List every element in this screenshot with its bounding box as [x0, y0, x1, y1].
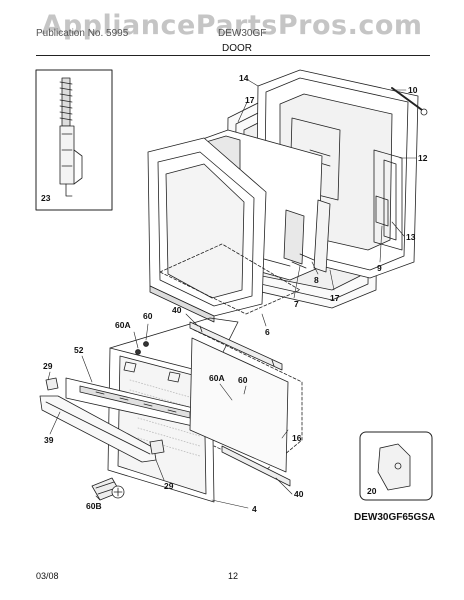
publication-header: Publication No. 5995: [36, 28, 129, 39]
bracket-40-bottom: [221, 445, 291, 487]
callout-8: 8: [314, 275, 319, 285]
screw-60a: [143, 341, 149, 347]
cover-inset: [359, 431, 433, 501]
callout-52: 52: [74, 345, 84, 355]
model-header: DEW30GF: [218, 28, 267, 39]
strip-8: [313, 199, 331, 273]
model-number-label: DEW30GF65GSA: [354, 512, 436, 523]
callout-20: 20: [367, 486, 377, 496]
outer-glass-16: [189, 337, 289, 473]
guide-outline-16: [193, 329, 303, 471]
callout-29: 29: [43, 361, 53, 371]
callout-14: 14: [239, 73, 249, 83]
guide-outline-6: [159, 243, 301, 315]
clip-29b: [149, 439, 165, 455]
callout-60B: 60B: [86, 501, 102, 511]
callout-40: 40: [172, 305, 182, 315]
footer-date: 03/08: [36, 571, 59, 581]
callout-60-right: 60: [238, 375, 248, 385]
clip-29a: [45, 377, 59, 391]
callout-60: 60: [143, 311, 153, 321]
callout-23: 23: [41, 193, 51, 203]
callout-7: 7: [294, 299, 299, 309]
screw-60Aa: [135, 349, 141, 355]
callout-17: 17: [245, 95, 255, 105]
header-rule: [36, 55, 430, 56]
callout-60A: 60A: [115, 320, 131, 330]
door-frame-6: [147, 137, 267, 323]
bracket-40-top: [189, 321, 283, 371]
leader-lines: [47, 79, 417, 509]
callout-40-lower: 40: [294, 489, 304, 499]
screw-10: [391, 87, 428, 116]
screw-60B: [91, 477, 125, 501]
strip-8b: [291, 253, 315, 269]
callout-13: 13: [406, 232, 416, 242]
callout-10: 10: [408, 85, 418, 95]
callout-6: 6: [265, 327, 270, 337]
callout-4: 4: [252, 504, 257, 514]
clip-9: [375, 195, 389, 227]
watermark-logo: AppliancePartsPros.com: [41, 10, 423, 41]
callout-17b: 17: [330, 293, 340, 303]
callout-9: 9: [377, 263, 382, 273]
callout-29-lower: 29: [164, 481, 174, 491]
callout-60A-right: 60A: [209, 373, 225, 383]
section-title: DOOR: [222, 43, 252, 54]
footer-page-number: 12: [228, 571, 239, 581]
callout-12: 12: [418, 153, 428, 163]
hinge-inset: [35, 69, 113, 211]
callout-16: 16: [292, 433, 302, 443]
callout-39: 39: [44, 435, 54, 445]
